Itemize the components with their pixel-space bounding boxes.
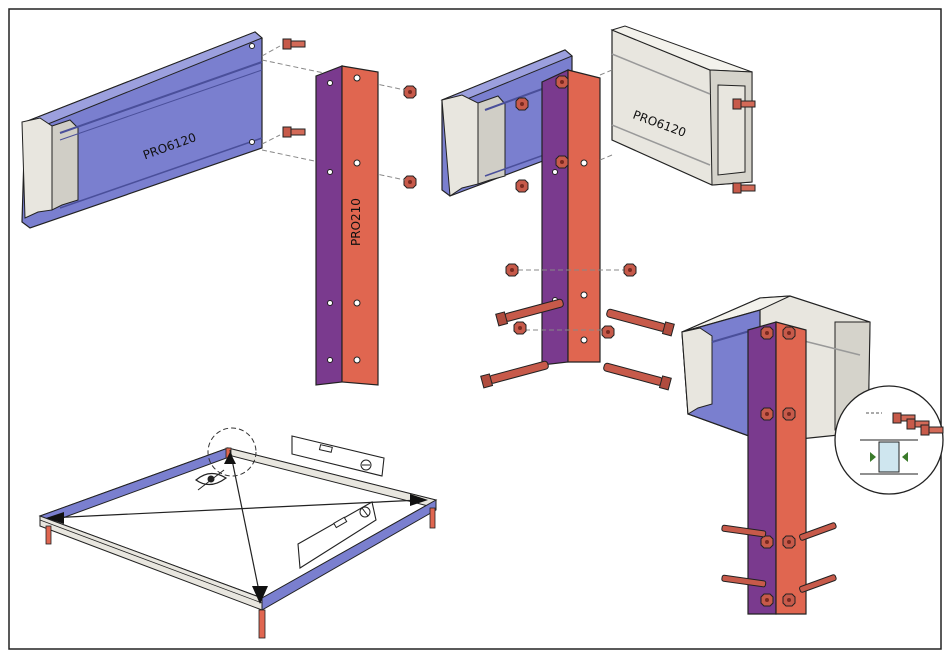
post-label: PRO210 <box>349 198 363 246</box>
beam-left: PRO6120 <box>22 32 262 228</box>
nut-icon <box>624 264 636 276</box>
post-right-lower <box>748 322 806 614</box>
bolt-icon <box>481 359 550 388</box>
nut-icon <box>506 264 518 276</box>
nut-icon <box>516 98 528 110</box>
detail-callout <box>835 386 943 494</box>
nut-icon <box>556 156 568 168</box>
bolt-icon <box>733 99 755 109</box>
nut-icon <box>514 322 526 334</box>
nut-icon <box>556 76 568 88</box>
bolt-icon <box>283 127 305 137</box>
post-left: PRO210 <box>316 66 378 385</box>
bolt-icon <box>733 183 755 193</box>
nut-icon <box>404 176 416 188</box>
nut-icon <box>602 326 614 338</box>
post-right-upper <box>542 70 600 365</box>
bolt-icon <box>602 361 671 390</box>
nut-icon <box>404 86 416 98</box>
beam-right-grey: PRO6120 <box>612 26 752 185</box>
bolt-icon <box>605 307 674 336</box>
nut-icon <box>516 180 528 192</box>
bolt-icon <box>283 39 305 49</box>
frame-base <box>40 448 436 638</box>
